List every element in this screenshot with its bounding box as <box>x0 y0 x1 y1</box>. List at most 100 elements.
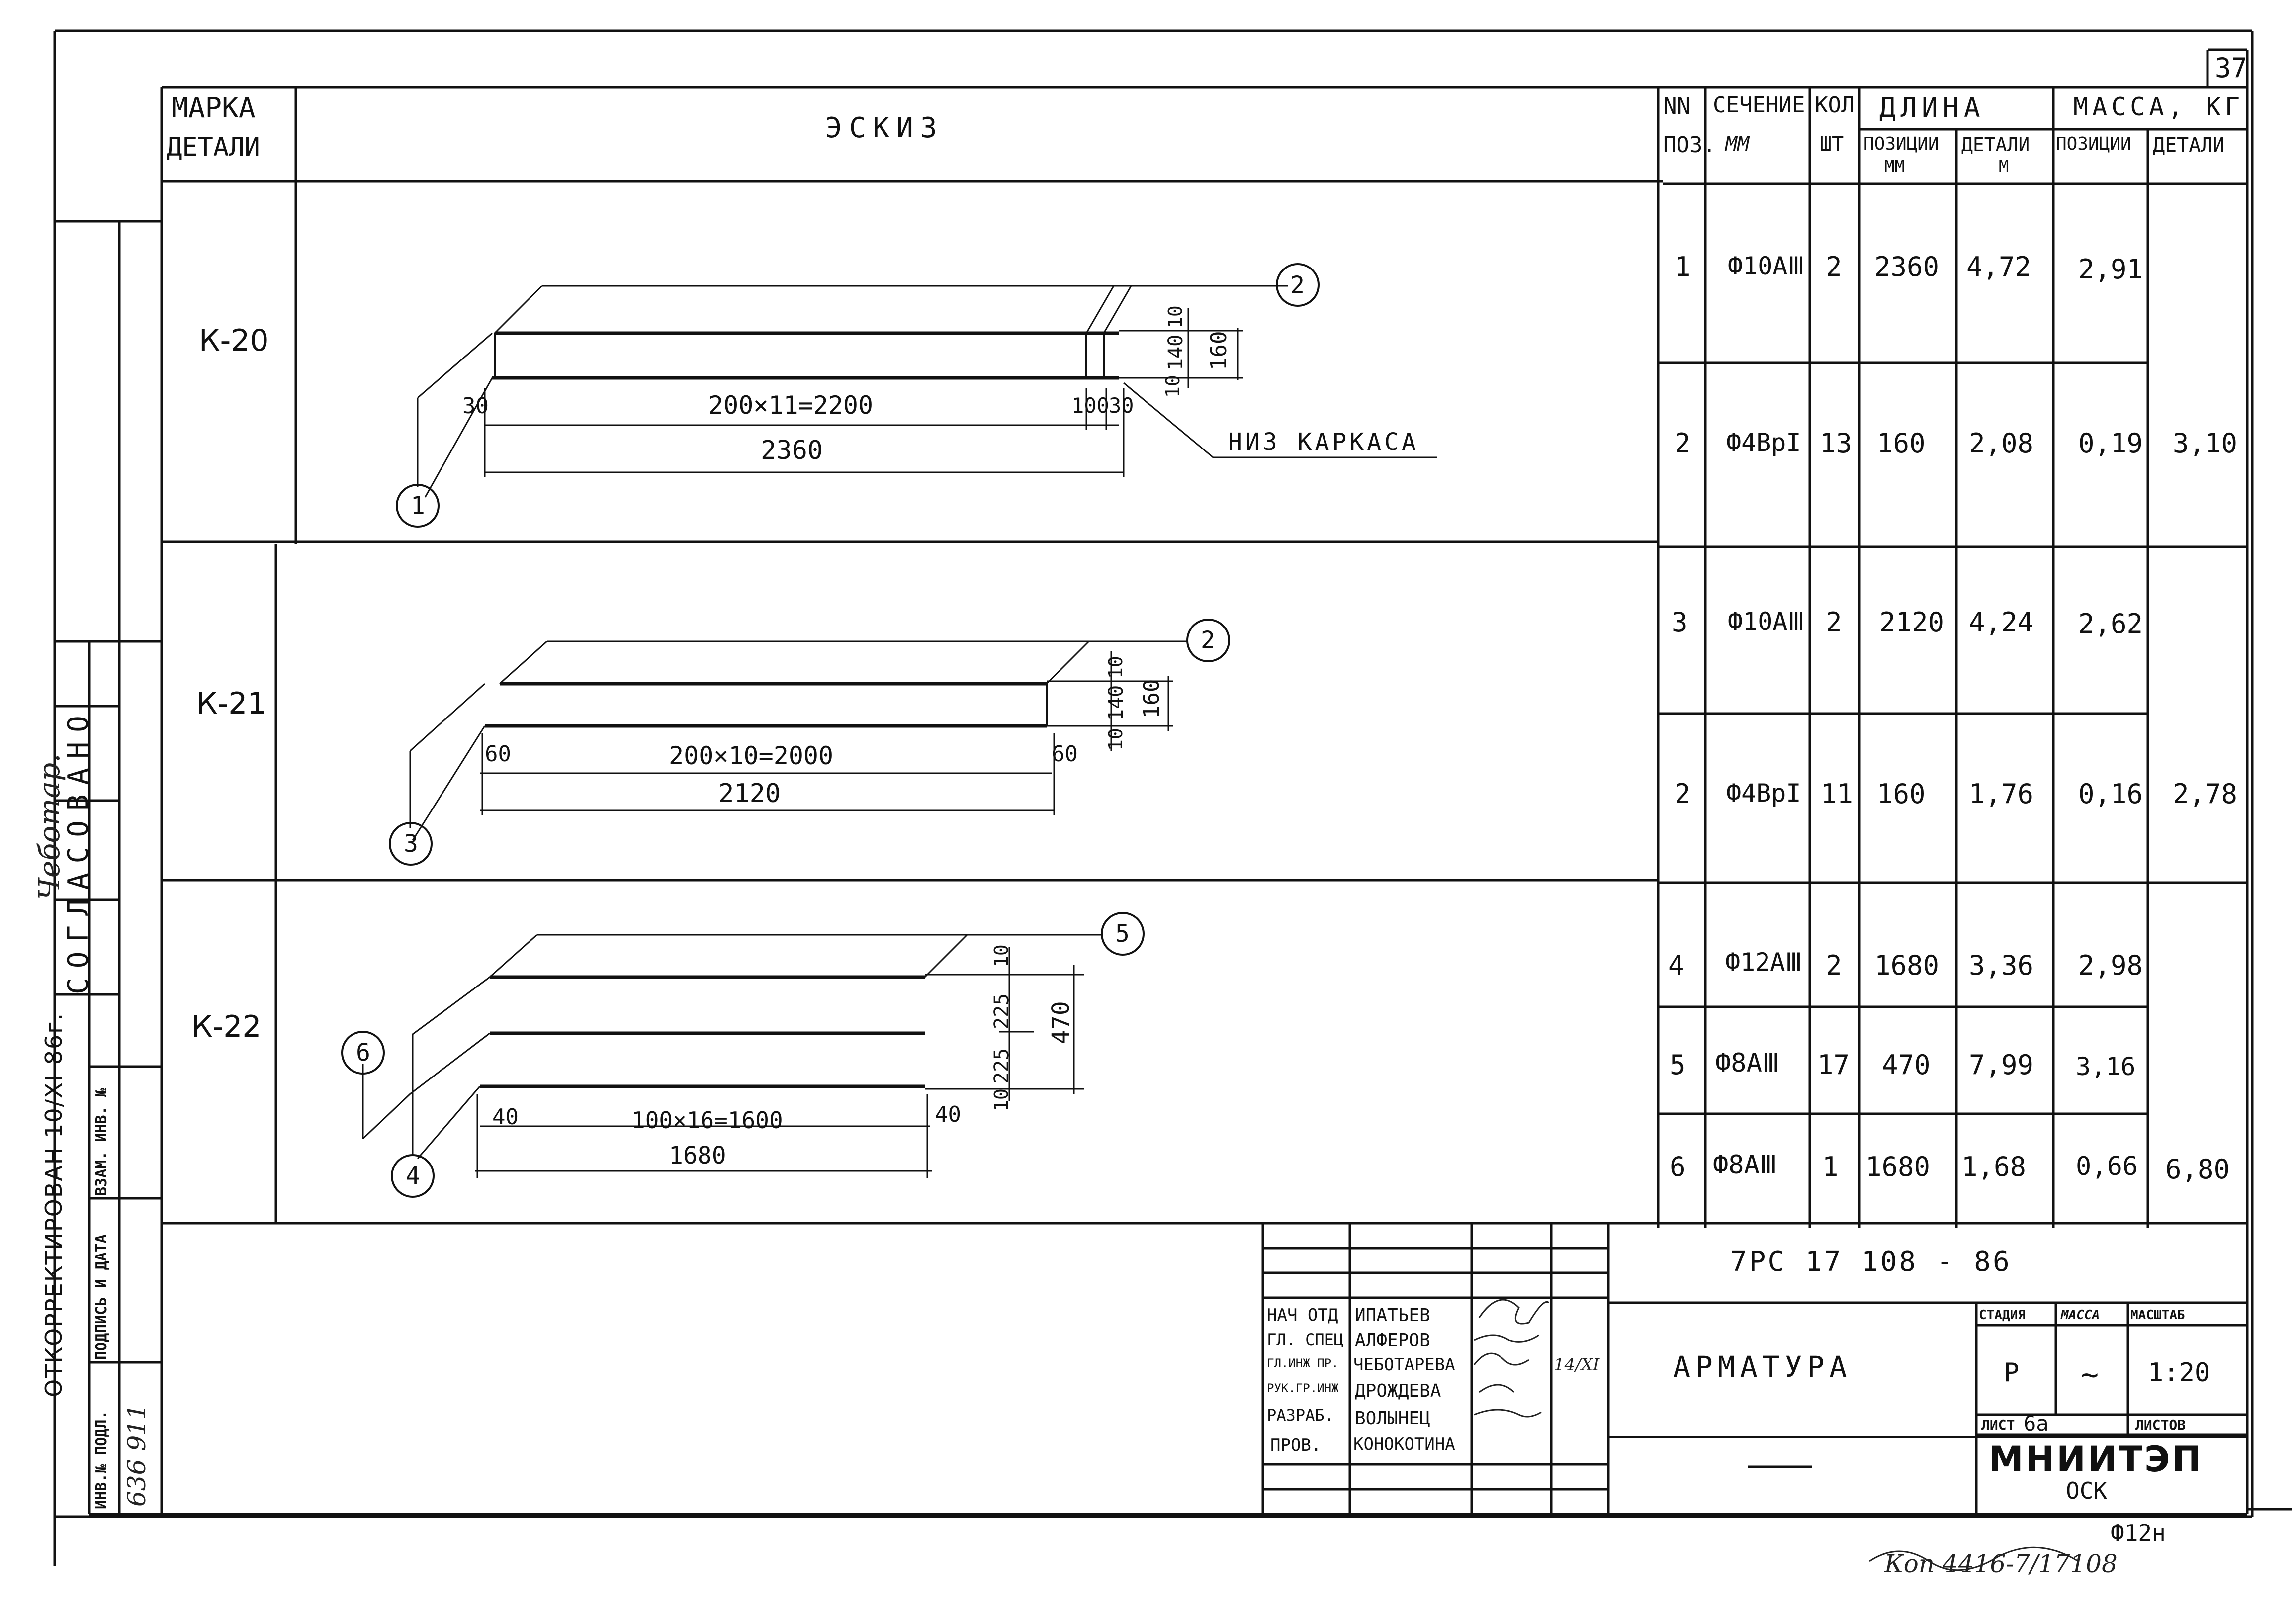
org-name: МНИИТЭП <box>1989 1439 2204 1480</box>
row4-mass-pos: 0,16 <box>2078 778 2143 809</box>
row1-len-pos: 2360 <box>1874 251 1940 282</box>
sketch-k21-lines <box>389 619 1230 866</box>
row3-qty: 2 <box>1826 607 1842 638</box>
row2-qty: 13 <box>1820 428 1853 459</box>
stage-label: СТАДИЯ <box>1979 1308 2026 1323</box>
k20-dim-v-total: 160 <box>1206 331 1232 370</box>
date-note: 14/XI <box>1554 1355 1600 1375</box>
sign-date-label: ПОДПИСЬ И ДАТА <box>93 1234 110 1360</box>
row3-pos: 3 <box>1672 607 1688 638</box>
mass-label: МАССА <box>2061 1308 2100 1323</box>
corrected-stamp: ОТКОРРЕКТИРОВАН 10/XI-86г. <box>40 1012 67 1397</box>
header-length-det-2: М <box>1999 157 2009 177</box>
header-length-pos-2: ММ <box>1884 157 1905 177</box>
row6-len-pos: 470 <box>1882 1049 1931 1080</box>
role-2: ГЛ. СПЕЦ <box>1267 1330 1344 1349</box>
k20-callout-bottom: 1 <box>411 492 425 520</box>
header-mark-2: ДЕТАЛИ <box>167 132 260 162</box>
row6-pos: 5 <box>1670 1049 1686 1080</box>
copy-note: Коп 4416-7/17108 <box>1884 1549 2118 1578</box>
k22-dim-right: 40 <box>935 1102 961 1127</box>
row4-len-det: 1,76 <box>1969 778 2034 809</box>
inv-number: 636 911 <box>122 1404 151 1507</box>
row5-len-det: 3,36 <box>1969 950 2034 981</box>
name-2: АЛФЕРОВ <box>1355 1330 1430 1350</box>
sheet-label: ЛИСТ <box>1981 1417 2015 1433</box>
k22-dim-v-bot: 10 <box>990 1088 1012 1111</box>
row4-section: Ф4ВрI <box>1726 779 1801 808</box>
k21-dim-right: 60 <box>1052 741 1078 767</box>
header-pos-1: NN <box>1663 92 1691 119</box>
name-6: КОНОКОТИНА <box>1353 1435 1455 1454</box>
mark-k22: К-22 <box>191 1009 262 1044</box>
signature-chebotar: Чеботар. <box>32 753 66 900</box>
k20-dim-v-mid: 140 <box>1164 334 1187 370</box>
header-sketch: ЭСКИЗ <box>825 112 944 144</box>
row6-section: Ф8АⅢ <box>1715 1048 1780 1078</box>
k21-dim-total: 2120 <box>718 779 781 808</box>
name-3: ЧЕБОТАРЕВА <box>1353 1355 1455 1375</box>
header-mass: МАССА, КГ <box>2073 92 2244 121</box>
header-qty-2: ШТ <box>1820 133 1844 156</box>
k20-dim-left: 30 <box>462 393 489 419</box>
row4-len-pos: 160 <box>1877 778 1926 809</box>
row5-mass-pos: 2,98 <box>2078 950 2143 981</box>
row7-pos: 6 <box>1670 1151 1686 1182</box>
row2-pos: 2 <box>1675 428 1691 459</box>
mass-value: ~ <box>2081 1357 2099 1392</box>
name-5: ВОЛЫНЕЦ <box>1355 1408 1430 1429</box>
row4-qty: 11 <box>1821 778 1854 809</box>
scale-label: МАСШТАБ <box>2130 1308 2185 1323</box>
row5-pos: 4 <box>1668 950 1684 981</box>
k22-callout-bottom: 4 <box>406 1162 420 1190</box>
inv-orig-label: ИНВ.№ ПОДЛ. <box>93 1410 110 1509</box>
row5-len-pos: 1680 <box>1874 950 1940 981</box>
header-mass-pos: ПОЗИЦИИ <box>2056 134 2131 154</box>
k22-dim-v-top: 10 <box>990 944 1012 967</box>
row7-section: Ф8АⅢ <box>1713 1150 1777 1180</box>
format-mark: Ф12н <box>2111 1520 2166 1546</box>
header-mark-1: МАРКА <box>172 92 256 124</box>
header-length-det-1: ДЕТАЛИ <box>1961 134 2030 156</box>
row3-len-det: 4,24 <box>1969 607 2034 638</box>
row1-section: Ф10АⅢ <box>1728 252 1805 280</box>
k20-dim-v-bot: 10 <box>1162 375 1184 398</box>
role-6: ПРОВ. <box>1270 1436 1322 1455</box>
header-pos-2: ПОЗ. <box>1663 132 1716 158</box>
mark-k20: К-20 <box>199 323 269 358</box>
sheet-value: 6а <box>2024 1411 2049 1436</box>
sketch-k22-lines <box>341 912 1145 1198</box>
role-3: ГЛ.ИНЖ ПР. <box>1267 1356 1339 1370</box>
doc-title: АРМАТУРА <box>1673 1350 1852 1384</box>
sketch-k20-lines <box>396 263 1437 528</box>
doc-code: 7РС 17 108 - 86 <box>1730 1246 2012 1278</box>
agreed-stamp: СОГЛАСОВАНО <box>62 706 94 994</box>
row4-pos: 2 <box>1675 778 1691 809</box>
k21-dim-v-top: 10 <box>1105 656 1127 679</box>
k20-dim-right-b: 30 <box>1109 393 1134 418</box>
row1-pos: 1 <box>1675 251 1691 282</box>
k22-dim-v-a: 225 <box>990 993 1013 1029</box>
row2-section: Ф4ВрI <box>1726 428 1801 457</box>
row6-len-det: 7,99 <box>1969 1049 2034 1080</box>
row3-section: Ф10АⅢ <box>1728 607 1805 636</box>
role-1: НАЧ ОТД <box>1267 1305 1338 1325</box>
k22-dim-v-total: 470 <box>1047 1001 1075 1044</box>
row2-len-det: 2,08 <box>1969 428 2034 459</box>
row7-mass-det: 6,80 <box>2165 1154 2230 1185</box>
k22-dim-total: 1680 <box>669 1142 726 1169</box>
k20-dim-total: 2360 <box>761 436 823 465</box>
k22-callout-top: 5 <box>1115 920 1130 948</box>
row2-mass-pos: 0,19 <box>2078 428 2143 459</box>
k20-dim-v-top: 10 <box>1164 305 1186 328</box>
mark-k21: К-21 <box>196 686 266 721</box>
header-section-2: ММ <box>1725 133 1750 156</box>
row6-mass-pos: 3,16 <box>2076 1052 2136 1081</box>
row1-mass-pos: 2,91 <box>2078 254 2143 285</box>
k21-dim-span: 200×10=2000 <box>669 741 834 770</box>
k22-dim-span: 100×16=1600 <box>631 1107 783 1134</box>
row5-qty: 2 <box>1826 950 1842 981</box>
sheets-label: ЛИСТОВ <box>2135 1417 2186 1433</box>
k20-dim-span: 200×11=2200 <box>708 391 874 420</box>
k21-callout-top: 2 <box>1201 627 1215 654</box>
